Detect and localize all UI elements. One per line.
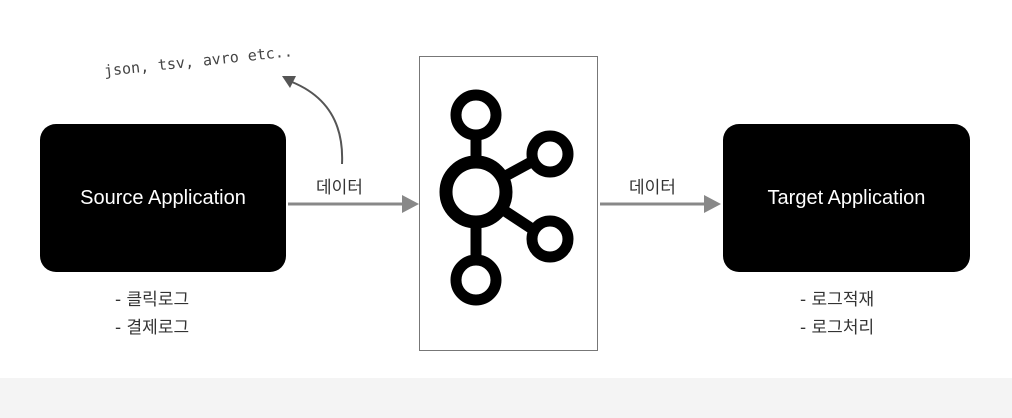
kafka-logo-icon (439, 89, 574, 306)
source-note-2: - 결제로그 (115, 318, 190, 338)
kafka-box (419, 56, 598, 351)
target-notes: - 로그적재 - 로그처리 (800, 286, 874, 342)
left-data-label: 데이터 (316, 178, 363, 198)
format-note-arrow (282, 76, 344, 165)
bottom-band (0, 378, 1012, 418)
source-application-title: Source Application (80, 186, 246, 209)
target-note-2: - 로그처리 (800, 318, 875, 338)
source-notes: - 클릭로그 - 결제로그 (115, 286, 189, 342)
target-application-box: Target Application (723, 124, 970, 272)
right-arrow (600, 195, 721, 213)
right-data-label: 데이터 (629, 178, 676, 198)
source-note-1: - 클릭로그 (115, 290, 190, 310)
source-application-box: Source Application (40, 124, 286, 272)
left-arrow (288, 195, 419, 213)
target-note-1: - 로그적재 (800, 290, 875, 310)
target-application-title: Target Application (767, 186, 926, 209)
